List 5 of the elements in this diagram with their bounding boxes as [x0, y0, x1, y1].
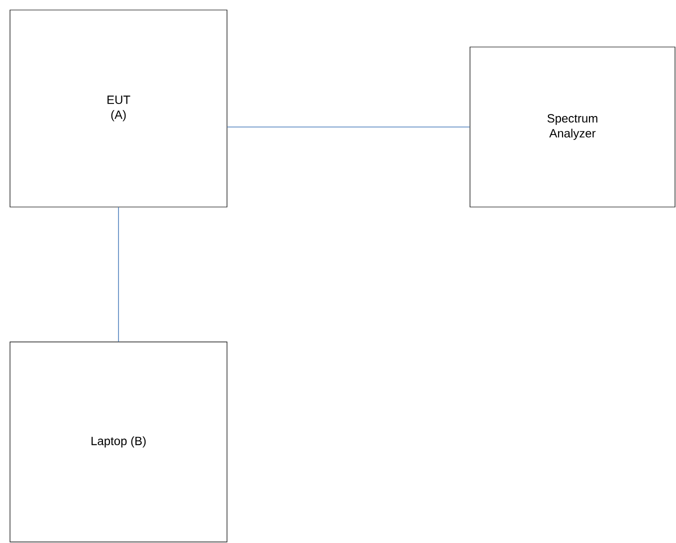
device-box: Laptop (B) — [10, 342, 228, 542]
connector-line — [118, 206, 119, 342]
device-box: Spectrum Analyzer — [470, 46, 676, 208]
connector-line — [226, 126, 470, 128]
device-box: EUT (A) — [10, 10, 228, 208]
